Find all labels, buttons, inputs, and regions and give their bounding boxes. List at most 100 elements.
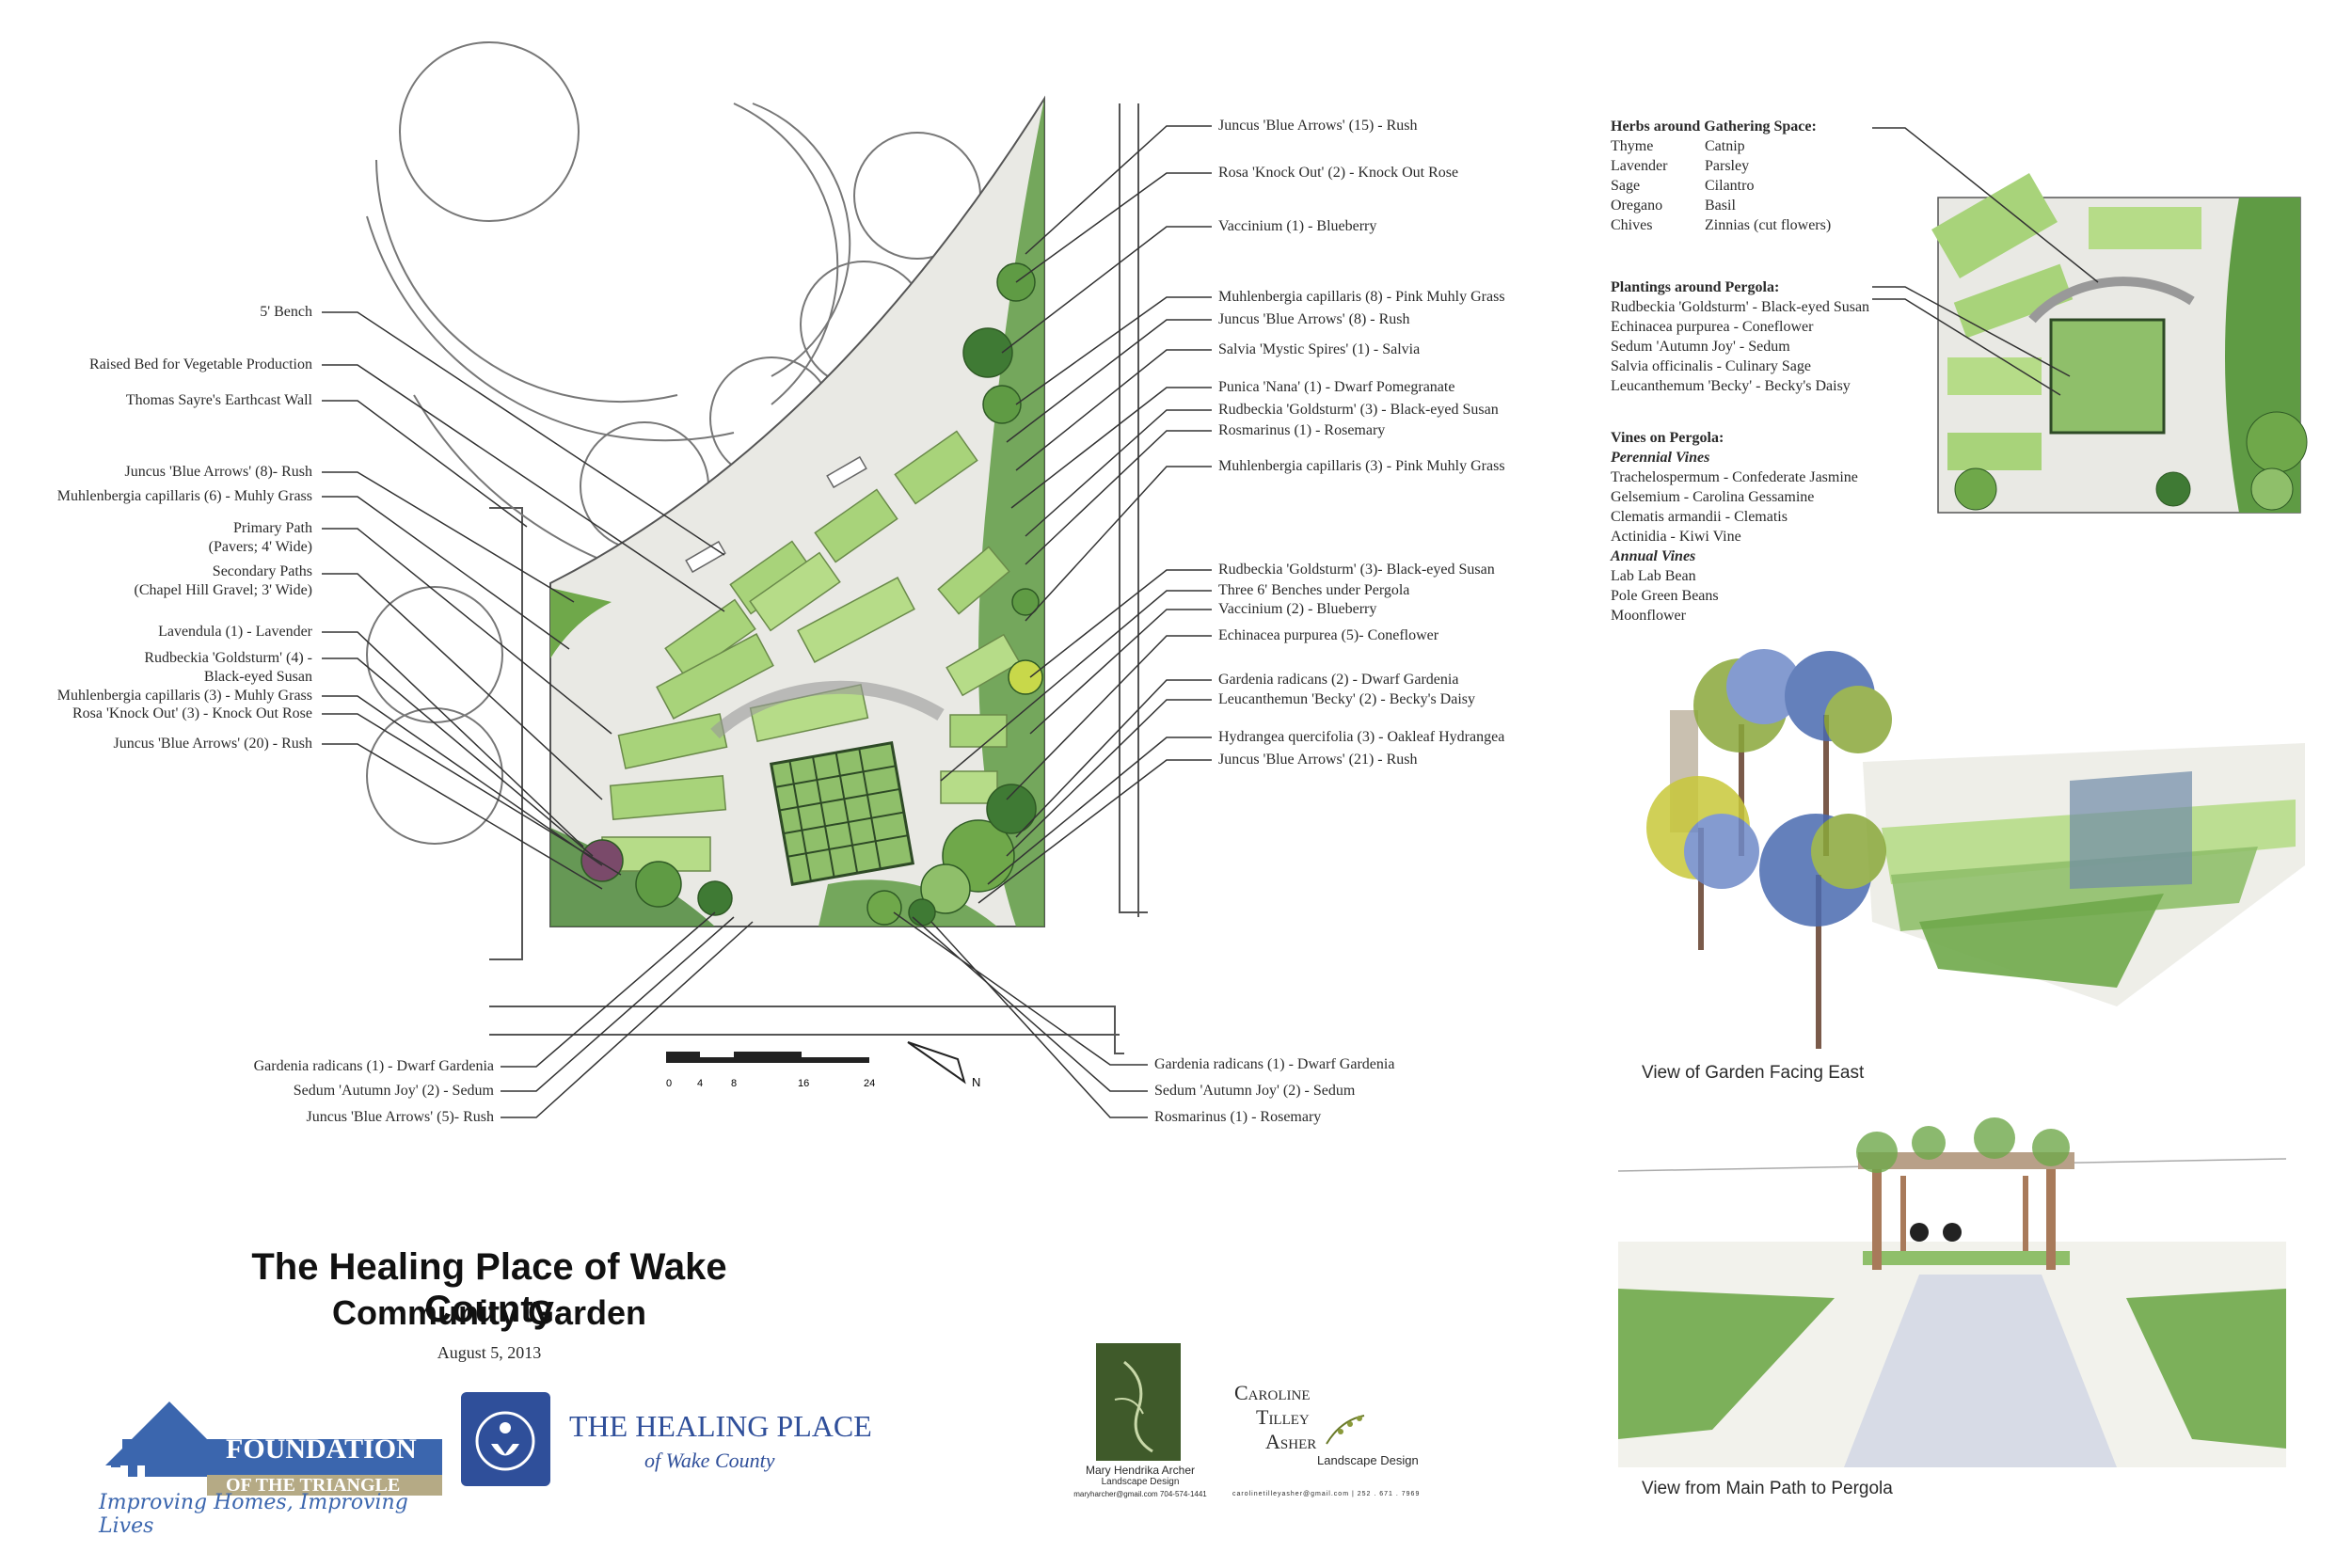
healing-place-sub: of Wake County	[644, 1449, 775, 1472]
label-rudbeckia-3: Rudbeckia 'Goldsturm' (3)- Black-eyed Su…	[1218, 562, 1495, 578]
vines-list: Vines on Pergola: Perennial Vines Trache…	[1611, 428, 1858, 626]
realtor-line1: THE REALTOR	[226, 1404, 429, 1435]
herbs-heading: Herbs around Gathering Space:	[1611, 119, 1817, 135]
label-gardenia-1-right: Gardenia radicans (1) - Dwarf Gardenia	[1154, 1056, 1395, 1072]
label-punica: Punica 'Nana' (1) - Dwarf Pomegranate	[1218, 379, 1455, 395]
archer-sub: Landscape Design	[1101, 1477, 1180, 1487]
asher-sprig-icon	[1326, 1415, 1365, 1445]
realtor-foundation-logo: THE REALTOR® FOUNDATION OF THE TRIANGLE …	[85, 1373, 442, 1538]
label-rosmarinus-1: Rosmarinus (1) - Rosemary	[1218, 422, 1386, 438]
label-muhly-3-right: Muhlenbergia capillaris (3) - Pink Muhly…	[1218, 458, 1505, 474]
label-sedum-2-left: Sedum 'Autumn Joy' (2) - Sedum	[293, 1083, 494, 1099]
label-leucanthemum-2: Leucanthemun 'Becky' (2) - Becky's Daisy	[1218, 691, 1476, 707]
label-juncus-15: Juncus 'Blue Arrows' (15) - Rush	[1218, 118, 1418, 134]
herb-item: Chives	[1611, 217, 1653, 233]
perspective-path-pergola	[1617, 1117, 2287, 1467]
vine-item: Pole Green Beans	[1611, 588, 1719, 604]
pergola-detail-thumbnail	[1872, 127, 2308, 514]
realtor-tagline: Improving Homes, Improving Lives	[99, 1491, 408, 1538]
asher-line2: Tilley	[1256, 1405, 1310, 1429]
asher-line1: Caroline	[1234, 1381, 1311, 1404]
vines-heading: Vines on Pergola:	[1611, 430, 1724, 446]
label-rosa-2: Rosa 'Knock Out' (2) - Knock Out Rose	[1218, 165, 1459, 181]
label-benches-pergola: Three 6' Benches under Pergola	[1218, 582, 1410, 598]
shrubs	[580, 262, 1043, 927]
scale-tick-8: 8	[731, 1078, 737, 1089]
caption-pergola-view: View from Main Path to Pergola	[1642, 1479, 1893, 1498]
north-arrow: N	[907, 1041, 980, 1089]
north-label: N	[972, 1075, 980, 1089]
label-juncus-8-right: Juncus 'Blue Arrows' (8) - Rush	[1218, 311, 1410, 327]
pergola-item: Rudbeckia 'Goldsturm' - Black-eyed Susan	[1611, 299, 1870, 315]
label-juncus-5: Juncus 'Blue Arrows' (5)- Rush	[306, 1109, 494, 1125]
label-muhly-8: Muhlenbergia capillaris (8) - Pink Muhly…	[1218, 289, 1505, 305]
label-rudbeckia-4: Rudbeckia 'Goldsturm' (4) - Black-eyed S…	[144, 650, 312, 685]
asher-sub: Landscape Design	[1317, 1453, 1419, 1467]
label-salvia: Salvia 'Mystic Spires' (1) - Salvia	[1218, 341, 1421, 357]
label-gardenia-2: Gardenia radicans (2) - Dwarf Gardenia	[1218, 672, 1459, 688]
label-hydrangea-3: Hydrangea quercifolia (3) - Oakleaf Hydr…	[1218, 729, 1505, 745]
scale-tick-0: 0	[666, 1078, 672, 1089]
archer-name: Mary Hendrika Archer	[1085, 1464, 1196, 1477]
vine-item: Clematis armandii - Clematis	[1611, 509, 1788, 525]
leader-lines-left	[322, 311, 725, 890]
vine-item: Trachelospermum - Confederate Jasmine	[1611, 469, 1858, 485]
herb-item: Zinnias (cut flowers)	[1705, 217, 1832, 233]
entry-plaza-arcs	[366, 41, 851, 584]
scale-tick-24: 24	[864, 1078, 875, 1089]
label-gardenia-1-left: Gardenia radicans (1) - Dwarf Gardenia	[253, 1058, 494, 1074]
vine-item: Gelsemium - Carolina Gessamine	[1611, 489, 1815, 505]
herb-item: Cilantro	[1705, 178, 1755, 194]
archer-logo	[1096, 1343, 1181, 1461]
perennial-vines-heading: Perennial Vines	[1611, 450, 1710, 466]
leader-lines-right	[940, 125, 1212, 904]
label-juncus-21: Juncus 'Blue Arrows' (21) - Rush	[1218, 752, 1418, 768]
label-raised-bed: Raised Bed for Vegetable Production	[89, 356, 312, 372]
label-earthcast-wall: Thomas Sayre's Earthcast Wall	[125, 392, 312, 408]
pergola-item: Echinacea purpurea - Coneflower	[1611, 319, 1814, 335]
label-sedum-2-right: Sedum 'Autumn Joy' (2) - Sedum	[1154, 1083, 1356, 1099]
vine-item: Lab Lab Bean	[1611, 568, 1696, 584]
page-subtitle: Community Garden	[331, 1293, 647, 1332]
scale-tick-4: 4	[697, 1078, 703, 1089]
herb-item: Lavender	[1611, 158, 1668, 174]
label-rosa-3: Rosa 'Knock Out' (3) - Knock Out Rose	[72, 705, 312, 721]
label-echinacea-5: Echinacea purpurea (5)- Coneflower	[1218, 627, 1439, 643]
label-muhly-3-left: Muhlenbergia capillaris (3) - Muhly Gras…	[56, 688, 312, 704]
garden-area	[549, 95, 1045, 927]
asher-contact: carolinetilleyasher@gmail.com | 252 . 67…	[1232, 1491, 1421, 1497]
raised-beds	[601, 430, 1021, 872]
herbs-list: Herbs around Gathering Space: Thyme Catni…	[1611, 117, 1893, 235]
healing-place-name: THE HEALING PLACE	[569, 1409, 872, 1443]
scale-tick-16: 16	[798, 1078, 809, 1089]
pergola-item: Salvia officinalis - Culinary Sage	[1611, 358, 1811, 374]
perspective-garden-east	[1646, 649, 2305, 1049]
healing-place-emblem-icon	[461, 1392, 550, 1486]
realtor-line2: FOUNDATION	[226, 1433, 417, 1465]
herb-item: Catnip	[1705, 138, 1745, 154]
pergola-item: Sedum 'Autumn Joy' - Sedum	[1611, 339, 1790, 355]
plan-date: August 5, 2013	[437, 1343, 542, 1362]
archer-leaf-icon	[1096, 1343, 1181, 1461]
label-vaccinium-2: Vaccinium (2) - Blueberry	[1218, 601, 1377, 617]
herb-item: Basil	[1705, 198, 1736, 214]
pergola-heading: Plantings around Pergola:	[1611, 279, 1780, 295]
vine-item: Actinidia - Kiwi Vine	[1611, 529, 1741, 545]
label-rudbeckia-3-top: Rudbeckia 'Goldsturm' (3) - Black-eyed S…	[1218, 402, 1499, 418]
herb-item: Sage	[1611, 178, 1641, 194]
pergola-item: Leucanthemum 'Becky' - Becky's Daisy	[1611, 378, 1851, 394]
label-rosmarinus-bottom: Rosmarinus (1) - Rosemary	[1154, 1109, 1322, 1125]
herb-item: Thyme	[1611, 138, 1654, 154]
leader-lines-bottom	[501, 911, 1148, 1118]
label-lavender: Lavendula (1) - Lavender	[158, 624, 312, 640]
label-bench: 5' Bench	[260, 304, 312, 320]
scale-bar: 0 4 8 16 24	[666, 1052, 875, 1089]
archer-contact: maryharcher@gmail.com 704-574-1441	[1073, 1490, 1207, 1498]
page-title: The Healing Place of Wake County	[251, 1246, 727, 1330]
healing-place-emblem	[461, 1392, 550, 1486]
label-muhly-6: Muhlenbergia capillaris (6) - Muhly Gras…	[56, 488, 312, 504]
realtor-house-icon	[103, 1402, 442, 1496]
label-juncus-20: Juncus 'Blue Arrows' (20) - Rush	[113, 736, 312, 752]
